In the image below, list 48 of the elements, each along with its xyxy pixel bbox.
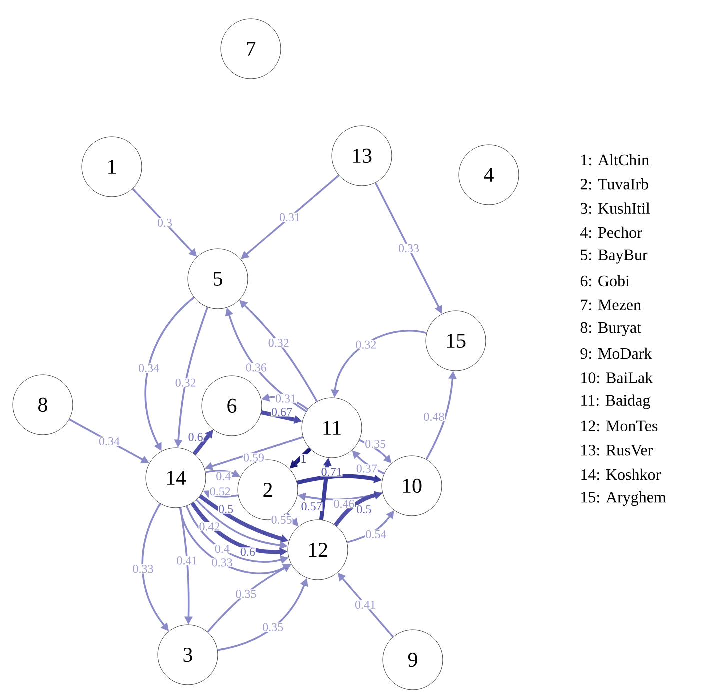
legend-entry: 8: Buryat	[580, 322, 642, 336]
edge-label: 0.34	[98, 436, 120, 446]
legend-entry: 6: Gobi	[580, 275, 630, 287]
edge-label: 0.6	[240, 548, 256, 557]
edge-label: 0.33	[132, 564, 154, 574]
edge-label: 0.54	[365, 530, 388, 540]
legend-entry: 10: BaiLak	[582, 372, 654, 384]
edge-label: 0.6	[188, 432, 204, 442]
edge-label: 0.32	[355, 340, 378, 350]
edge-label: 0.33	[398, 244, 420, 254]
edge-label: 0.36	[245, 363, 268, 372]
legend-entry: 1: AltChin	[582, 154, 650, 166]
edge-label: 0.4	[214, 544, 230, 554]
edge-label: 0.71	[320, 468, 343, 477]
edge-label: 0.55	[270, 515, 293, 525]
edge-label: 0.31	[275, 394, 298, 404]
edge-label: 0.59	[243, 453, 265, 462]
edge-label: 0.31	[279, 212, 301, 222]
edge-label: 0.57	[300, 502, 323, 512]
edge-label: 0.48	[423, 412, 446, 422]
edge-label: 0.35	[364, 440, 387, 449]
legend-entry: 4: Pechor	[580, 226, 642, 238]
edge-label: 0.42	[198, 522, 221, 532]
edge-label: 0.37	[356, 464, 378, 474]
legend-entry: 14: Koshkor	[582, 468, 661, 480]
legend-entry: 13: RusVer	[582, 444, 653, 456]
edge-label: 0.52	[209, 487, 232, 496]
edge-label: 0.35	[262, 622, 284, 632]
legend-entry: 11: Baidag	[582, 394, 650, 410]
legend-entry: 7: Mezen	[581, 300, 642, 311]
edge-label: 0.33	[211, 558, 234, 568]
edge-label: 1	[300, 454, 308, 464]
legend-entry: 3: KushItil	[580, 202, 650, 214]
edge-label: 0.41	[354, 600, 376, 610]
edge-label: 0.32	[174, 378, 197, 388]
edge-label: 0.67	[271, 408, 293, 417]
legend-entry: 9: MoDark	[580, 348, 652, 360]
legend-entry: 2: TuvaIrb	[580, 178, 648, 190]
edge-label: 0.35	[235, 590, 258, 599]
edge-label: 0.5	[218, 504, 234, 514]
edge-label: 0.34	[138, 364, 160, 373]
edge-label: 0.32	[268, 338, 290, 348]
legend-entry: 12: MonTes	[582, 420, 658, 432]
edge-label: 0.41	[176, 556, 198, 566]
edge-label: 0.3	[157, 218, 173, 228]
legend-entry: 5: BayBur	[581, 250, 648, 264]
edge-label: 0.5	[356, 504, 372, 514]
legend-entry: 15: Aryghem	[582, 492, 666, 506]
